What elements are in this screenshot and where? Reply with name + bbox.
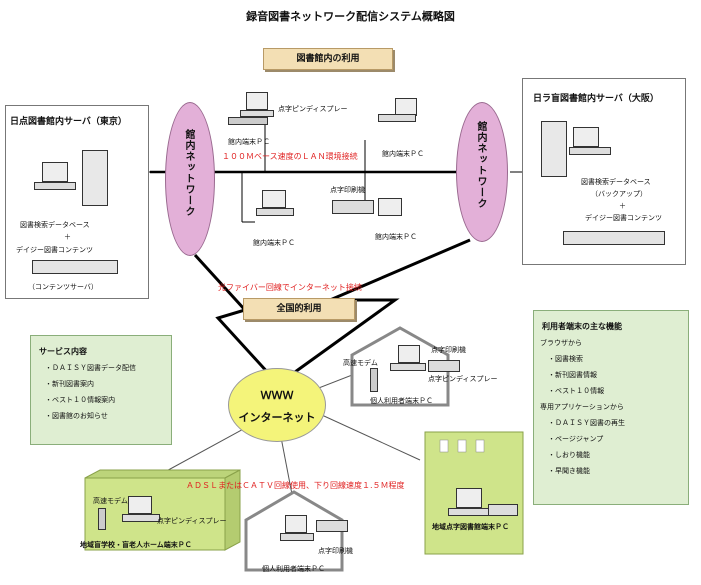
label-personal2: 個人利用者端末ＰＣ (262, 565, 325, 573)
services-heading: サービス内容 (39, 347, 87, 356)
pc-icon (42, 162, 68, 182)
label-adsl-note: ＡＤＳＬまたはＣＡＴＶ回線使用、下り回線速度１.５Ｍ程度 (186, 481, 405, 490)
label-terminal-d: 館内端末ＰＣ (375, 233, 417, 241)
lan-ellipse-left-label: 館内ネットワーク (183, 129, 194, 217)
features-item: ・ページジャンプ (548, 435, 604, 443)
label-modem-school: 高速モデム (93, 497, 128, 505)
features-item: ・しおり機能 (548, 451, 590, 459)
server-tokyo-line2: デイジー図書コンテンツ (16, 246, 93, 254)
label-terminal-b: 館内端末ＰＣ (382, 150, 424, 158)
printer-icon (316, 520, 348, 532)
features-app: 専用アプリケーションから (540, 403, 624, 411)
pc-icon (378, 198, 402, 216)
page-title: 録音図書ネットワーク配信システム概略図 (246, 10, 455, 23)
lan-ellipse-left: 館内ネットワーク (165, 102, 215, 256)
pc-icon (456, 488, 482, 508)
modem-icon (98, 508, 106, 530)
label-braille-house1: 点字ピンディスプレー (428, 375, 498, 383)
server-tokyo-plus: ＋ (64, 233, 71, 241)
storage-device-icon (32, 260, 118, 274)
tag-library-use: 図書館内の利用 (263, 48, 393, 70)
label-braille-printer-lib: 点字印刷機 (330, 186, 365, 194)
server-tokyo-title: 日点図書館内サーバ（東京） (10, 117, 127, 127)
printer-icon (428, 360, 460, 372)
server-osaka-line2: （バックアップ） (591, 190, 647, 198)
label-printer-house2: 点字印刷機 (318, 547, 353, 555)
label-personal1: 個人利用者端末ＰＣ (370, 397, 433, 405)
server-osaka-plus: ＋ (619, 202, 626, 210)
internet-circle: ＷＷＷ インターネット (228, 368, 326, 442)
features-box: 利用者端末の主な機能 ブラウザから ・図書検索 ・新刊図書情報 ・ベスト１０情報… (533, 310, 689, 505)
features-item: ・ＤＡＩＳＹ図書の再生 (548, 419, 625, 427)
label-regional-library: 地域点字図書館端末ＰＣ (432, 523, 509, 531)
pc-icon (285, 515, 307, 533)
pc-icon (262, 190, 286, 208)
features-item: ・ベスト１０情報 (548, 387, 605, 395)
server-tokyo: 日点図書館内サーバ（東京） 図書検索データベース ＋ デイジー図書コンテンツ （… (5, 105, 149, 299)
server-tokyo-line3: （コンテンツサーバ） (28, 283, 98, 291)
pc-icon (246, 92, 268, 110)
server-tower-icon (541, 121, 567, 177)
features-item: ・図書検索 (548, 355, 583, 363)
tag-nationwide-use: 全国的利用 (243, 298, 355, 320)
services-item: ・ＤＡＩＳＹ図書データ配信 (45, 364, 136, 372)
features-item: ・新刊図書情報 (548, 371, 597, 379)
server-tower-icon (82, 150, 108, 206)
label-fiber-note: 光ファイバー回線でインターネット接続 (218, 283, 362, 292)
label-braille-school: 点字ピンディスプレー (157, 517, 227, 525)
pc-icon (448, 508, 490, 516)
lan-ellipse-right-label: 館内ネットワーク (475, 121, 486, 209)
pc-icon (34, 182, 76, 190)
features-heading: 利用者端末の主な機能 (542, 322, 622, 331)
services-item: ・図書館のお知らせ (45, 412, 108, 420)
pc-icon (256, 208, 294, 216)
services-item: ・新刊図書案内 (45, 380, 94, 388)
pc-icon (378, 114, 416, 122)
server-osaka-line1: 図書検索データベース (581, 178, 651, 186)
pc-icon (573, 127, 599, 147)
features-browser: ブラウザから (540, 339, 582, 347)
pc-icon (390, 363, 426, 371)
label-school: 地域盲学校・盲老人ホーム端末ＰＣ (80, 541, 192, 549)
pc-icon (122, 514, 160, 522)
services-item: ・ベスト１０情報案内 (45, 396, 116, 404)
label-lan-note: １００Ｍベース速度のＬＡＮ環境接続 (222, 152, 358, 161)
pc-icon (240, 110, 274, 117)
label-terminal-c: 館内端末ＰＣ (253, 239, 295, 247)
label-modem-house1: 高速モデム (343, 359, 378, 367)
server-osaka: 日ラ盲図書館内サーバ（大阪） 図書検索データベース （バックアップ） ＋ デイジ… (522, 78, 686, 265)
pc-icon (280, 533, 314, 541)
label-printer-house1: 点字印刷機 (431, 346, 466, 354)
label-terminal-a: 館内端末ＰＣ (228, 138, 270, 146)
pc-icon (128, 496, 152, 514)
modem-icon (370, 368, 378, 392)
pc-icon (398, 345, 420, 363)
services-box: サービス内容 ・ＤＡＩＳＹ図書データ配信 ・新刊図書案内 ・ベスト１０情報案内 … (30, 335, 172, 445)
server-osaka-title: 日ラ盲図書館内サーバ（大阪） (533, 94, 659, 104)
printer-icon (332, 200, 374, 214)
label-braille-display-top: 点字ピンディスプレー (278, 105, 348, 113)
features-item: ・早聞き機能 (548, 467, 590, 475)
server-osaka-line3: デイジー図書コンテンツ (585, 214, 662, 222)
braille-display-icon (228, 117, 268, 125)
internet-line1: ＷＷＷ (260, 389, 294, 402)
pc-icon (569, 147, 611, 155)
server-tokyo-line1: 図書検索データベース (20, 221, 90, 229)
storage-device-icon (563, 231, 665, 245)
printer-icon (488, 504, 518, 516)
internet-line2: インターネット (238, 411, 316, 424)
lan-ellipse-right: 館内ネットワーク (456, 102, 508, 242)
